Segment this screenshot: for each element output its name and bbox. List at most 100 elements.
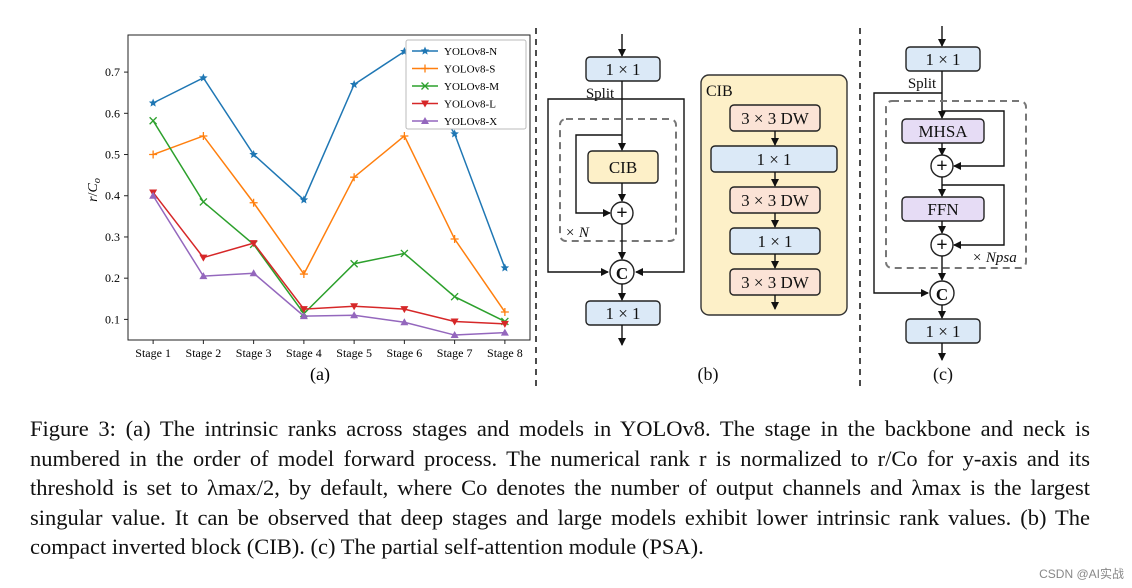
conv-1x1-bottom-b [585,300,661,326]
panel-label-a: (a) [310,364,330,385]
y-tick-label: 0.1 [105,312,120,326]
data-point [199,254,208,262]
legend-item: YOLOv8-L [412,99,496,111]
legend-marker [420,46,430,55]
y-tick-label: 0.7 [105,65,120,79]
data-point [400,306,409,314]
y-tick-label: 0.5 [105,148,120,162]
concat-label-c: C [936,285,948,304]
cib-layer-2 [710,145,838,173]
panel-label-c: (c) [933,364,953,385]
split-label-c: Split [908,76,937,92]
data-point [299,312,308,320]
legend-label: YOLOv8-X [444,116,497,128]
data-point [350,259,359,268]
data-point [400,131,409,140]
legend-item: YOLOv8-N [412,46,497,58]
series-yolov8-l [149,189,509,328]
legend-marker [421,64,429,73]
data-point [299,270,308,279]
diagram-panel-c [873,26,1027,361]
series-yolov8-x [149,191,509,339]
y-ticks: 0.1 0.2 0.3 0.4 0.5 0.6 0.7 [105,65,128,326]
legend-marker [421,117,429,124]
mhsa-label: MHSA [918,122,968,141]
data-point [400,318,409,326]
data-point [299,306,308,314]
conv-1x1-top-b [585,56,661,82]
split-label-b: Split [586,86,615,102]
series-yolov8-m [149,116,509,326]
data-point [450,318,459,326]
data-point [199,73,208,82]
legend-item: YOLOv8-X [412,116,497,128]
data-point [249,269,258,277]
x-tick-label: Stage 1 [135,346,171,360]
data-point [500,263,510,272]
data-point [199,197,208,206]
cib-layer-label-3: 3 × 3 DW [741,191,810,210]
plot-area [127,34,531,341]
data-point [249,198,258,207]
cib-layer-label-1: 3 × 3 DW [741,109,810,128]
data-point [450,235,459,244]
legend: YOLOv8-N YOLOv8-S YOLOv8-M YOLOv8-L YOLOv8-X [405,39,527,130]
y-tick-label: 0.4 [105,189,120,203]
y-tick-label: 0.3 [105,230,120,244]
repeat-box-c [885,100,1027,269]
data-point [199,131,208,140]
data-point [149,150,158,159]
x-tick-label: Stage 5 [336,346,372,360]
series-line [152,134,506,313]
cib-layer-label-2: 1 × 1 [756,150,791,169]
data-point [299,195,309,204]
conv-label-top-b: 1 × 1 [605,60,640,79]
conv-1x1-bottom-c [905,318,981,344]
conv-label-top-c: 1 × 1 [925,50,960,69]
data-point [149,191,158,199]
ffn-label: FFN [927,200,958,219]
series-line [152,120,506,323]
conv-label-bottom-b: 1 × 1 [605,304,640,323]
plus-label-c1: + [936,155,947,177]
legend-label: YOLOv8-L [444,99,496,111]
y-tick-label: 0.2 [105,271,120,285]
legend-label: YOLOv8-N [444,46,497,58]
repeat-label-c: × Npsa [972,250,1017,266]
data-point [500,320,509,328]
x-tick-label: Stage 3 [236,346,272,360]
data-point [500,328,509,336]
data-point [400,249,409,258]
legend-marker [421,82,429,90]
watermark: CSDN @AI实战 [1039,567,1124,581]
repeat-label-b: × N [565,225,590,241]
series-yolov8-s [149,131,509,316]
conv-label-bottom-c: 1 × 1 [925,322,960,341]
data-point [350,303,359,311]
data-point [350,173,359,182]
data-point [199,272,208,280]
cib-detail-title: CIB [706,83,733,100]
data-point [349,79,359,89]
data-point [350,311,359,319]
y-tick-label: 0.6 [105,106,120,120]
cib-layer-label-5: 3 × 3 DW [741,273,810,292]
legend-label: YOLOv8-S [444,64,495,76]
conv-1x1-top-c [905,46,981,72]
data-point [500,307,509,316]
plus-label-c2: + [936,234,947,256]
repeat-box-b [559,118,677,242]
legend-item: YOLOv8-S [412,64,495,76]
mhsa-block [901,118,985,144]
legend-marker [421,100,429,108]
cib-layer-label-4: 1 × 1 [757,232,792,251]
data-point [450,129,459,138]
x-tick-label: Stage 8 [487,346,523,360]
legend-item: YOLOv8-M [412,81,499,93]
diagram-c-labels: 1 × 1 Split MHSA + FFN + × Npsa C 1 × 1 … [908,50,1017,385]
x-tick-label: Stage 7 [437,346,473,360]
data-point [249,150,258,159]
x-tick-label: Stage 2 [186,346,222,360]
